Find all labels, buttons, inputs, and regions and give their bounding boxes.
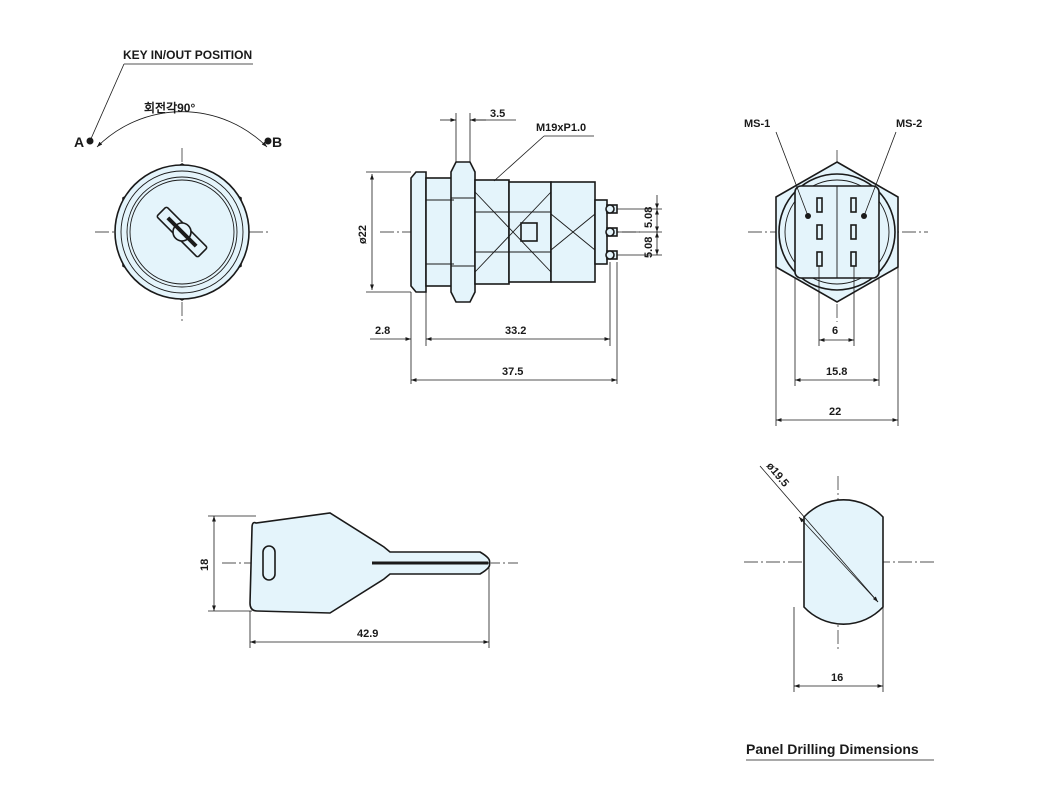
pin-spacing-label: 6 (832, 325, 838, 337)
position-b-label: B (272, 134, 282, 150)
hex-width-label: 22 (829, 406, 841, 418)
body-length-label: 33.2 (505, 325, 526, 337)
side-pins (605, 204, 618, 260)
rear-view: MS-1 MS-2 6 15.8 22 (744, 118, 928, 426)
pin-pitch-top-label: 5.08 (643, 207, 655, 228)
position-a-label: A (74, 134, 84, 150)
key-hole (262, 545, 276, 581)
front-view: KEY IN/OUT POSITION 회전각90° A B (74, 48, 282, 322)
ms1-label: MS-1 (744, 118, 770, 130)
flange-length-label: 2.8 (375, 325, 390, 337)
nut-width-label: 3.5 (490, 108, 505, 120)
rotation-angle-label: 회전각90° (144, 100, 195, 115)
rotation-arc (96, 111, 268, 148)
key-length-label: 42.9 (357, 628, 378, 640)
terminal-span-label: 15.8 (826, 366, 847, 378)
panel-view: ø19.5 16 Panel Drilling Dimensions (744, 460, 934, 761)
side-thread-body (474, 179, 510, 285)
rear-pins (816, 197, 857, 267)
pin-pitch-bottom-label: 5.08 (643, 237, 655, 258)
side-nut (450, 161, 476, 303)
key-height-label: 18 (199, 559, 211, 571)
total-length-label: 37.5 (502, 366, 523, 378)
diameter-label: ø22 (357, 225, 369, 244)
callout-label: KEY IN/OUT POSITION (123, 48, 252, 62)
key-shape (249, 512, 491, 614)
key-view: 18 42.9 (199, 512, 518, 648)
side-bezel (425, 177, 455, 287)
position-b-dot (264, 137, 272, 145)
side-view: 3.5 M19xP1.0 ø22 2.8 33.2 37.5 5.08 5.08 (357, 108, 662, 384)
panel-drilling-title: Panel Drilling Dimensions (746, 741, 919, 757)
flat-width-label: 16 (831, 672, 843, 684)
keyhole (156, 206, 208, 258)
ms2-label: MS-2 (896, 118, 922, 130)
side-flange (410, 171, 427, 293)
thread-spec-label: M19xP1.0 (536, 122, 586, 134)
